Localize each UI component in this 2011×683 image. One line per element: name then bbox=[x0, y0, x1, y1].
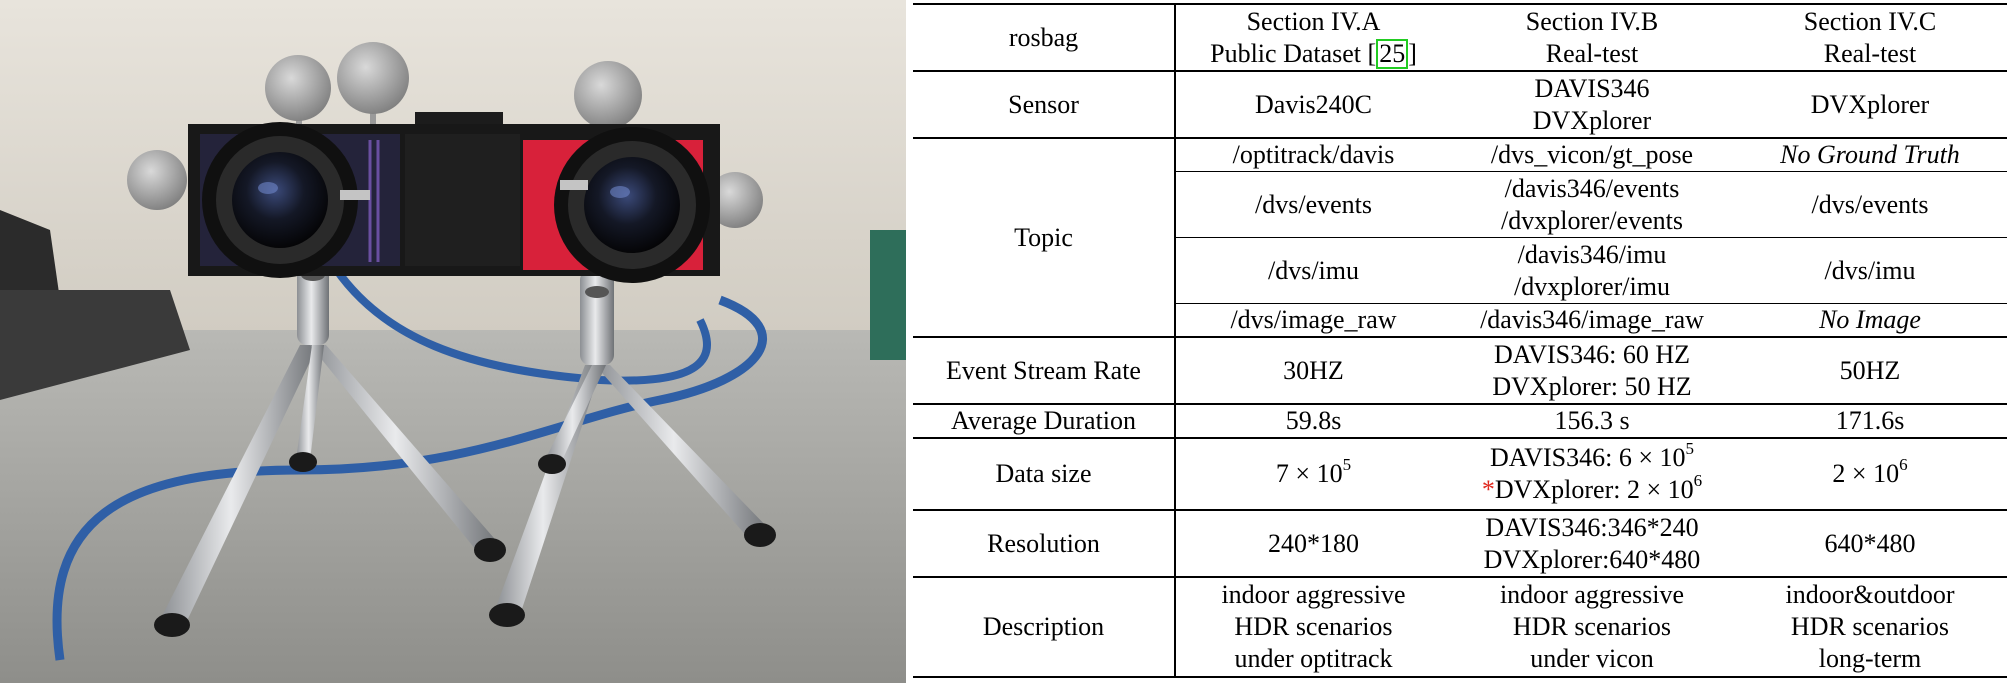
table-row-topic-3: /dvs/imu /davis346/imu /dvxplorer/imu /d… bbox=[913, 237, 2007, 304]
topic-1-c: No Ground Truth bbox=[1733, 137, 2007, 172]
table-row-duration: Average Duration 59.8s 156.3 s 171.6s bbox=[913, 403, 2007, 438]
table-row-description: Description indoor aggressive HDR scenar… bbox=[913, 576, 2007, 678]
topic-1-b: /dvs_vicon/gt_pose bbox=[1451, 137, 1733, 172]
topic-4-b: /davis346/image_raw bbox=[1451, 303, 1733, 337]
topic-3-b-line2: /dvxplorer/imu bbox=[1514, 271, 1670, 301]
description-c: indoor&outdoor HDR scenarios long-term bbox=[1733, 576, 2007, 678]
header-a-bracket: ] bbox=[1408, 38, 1417, 68]
data-size-a-exp: 5 bbox=[1342, 455, 1352, 475]
data-size-c-base: 2 × 10 bbox=[1832, 459, 1900, 488]
event-rate-b-line1: DAVIS346: 60 HZ bbox=[1494, 339, 1690, 369]
data-size-b2-exp: 6 bbox=[1693, 471, 1703, 491]
right-tripod bbox=[489, 270, 776, 627]
header-rosbag: rosbag bbox=[913, 3, 1176, 71]
resolution-b: DAVIS346:346*240 DVXplorer:640*480 bbox=[1451, 509, 1733, 577]
topic-2-a: /dvs/events bbox=[1175, 171, 1451, 238]
table-row-data-size: Data size 7 × 105 DAVIS346: 6 × 105 *DVX… bbox=[913, 437, 2007, 510]
data-size-a-base: 7 × 10 bbox=[1275, 459, 1343, 488]
data-size-b2-base: DVXplorer: 2 × 10 bbox=[1494, 475, 1694, 504]
label-topic: Topic bbox=[913, 137, 1176, 337]
data-size-b: DAVIS346: 6 × 105 *DVXplorer: 2 × 106 bbox=[1451, 437, 1733, 510]
header-section-a: Section IV.A Public Dataset [25] bbox=[1175, 3, 1451, 71]
label-event-rate: Event Stream Rate bbox=[913, 336, 1176, 404]
description-b-line1: indoor aggressive bbox=[1499, 580, 1685, 609]
data-size-c: 2 × 106 bbox=[1733, 437, 2007, 510]
topic-3-b-line1: /davis346/imu bbox=[1517, 239, 1667, 269]
sensor-b: DAVIS346 DVXplorer bbox=[1451, 70, 1733, 138]
topic-4-c: No Image bbox=[1733, 303, 2007, 337]
camera-rig-photo bbox=[0, 0, 906, 683]
header-a-line1: Section IV.A bbox=[1246, 6, 1381, 36]
camera-rig-illustration bbox=[0, 0, 906, 683]
citation-link[interactable]: 25 bbox=[1376, 38, 1409, 69]
label-data-size: Data size bbox=[913, 437, 1176, 510]
sensor-c: DVXplorer bbox=[1733, 70, 2007, 138]
description-a-line2: HDR scenarios bbox=[1234, 612, 1393, 641]
event-rate-c: 50HZ bbox=[1733, 336, 2007, 404]
topic-4-a: /dvs/image_raw bbox=[1175, 303, 1451, 337]
left-lens bbox=[202, 122, 370, 278]
header-section-c: Section IV.C Real-test bbox=[1733, 3, 2007, 71]
topic-1-a: /optitrack/davis bbox=[1175, 137, 1451, 172]
event-rate-b: DAVIS346: 60 HZ DVXplorer: 50 HZ bbox=[1451, 336, 1733, 404]
sensor-a: Davis240C bbox=[1175, 70, 1451, 138]
topic-3-c: /dvs/imu bbox=[1733, 237, 2007, 304]
right-lens bbox=[554, 127, 710, 283]
data-size-c-exp: 6 bbox=[1899, 455, 1908, 475]
resolution-b-line1: DAVIS346:346*240 bbox=[1485, 512, 1699, 542]
data-size-a: 7 × 105 bbox=[1175, 437, 1451, 510]
header-b-line2: Real-test bbox=[1545, 38, 1639, 68]
data-size-b2-star: * bbox=[1481, 475, 1495, 504]
sensor-b-line2: DVXplorer bbox=[1532, 105, 1652, 135]
duration-a: 59.8s bbox=[1175, 403, 1451, 438]
topic-2-b: /davis346/events /dvxplorer/events bbox=[1451, 171, 1733, 238]
label-duration: Average Duration bbox=[913, 403, 1176, 438]
table-row-topic-1: Topic /optitrack/davis /dvs_vicon/gt_pos… bbox=[913, 137, 2007, 337]
event-rate-b-line2: DVXplorer: 50 HZ bbox=[1492, 371, 1692, 401]
description-c-line1: indoor&outdoor bbox=[1785, 580, 1955, 609]
table-header-row: rosbag Section IV.A Public Dataset [25] … bbox=[913, 3, 2007, 71]
table-row-topic-2: /dvs/events /davis346/events /dvxplorer/… bbox=[913, 171, 2007, 238]
table-row-event-rate: Event Stream Rate 30HZ DAVIS346: 60 HZ D… bbox=[913, 336, 2007, 404]
header-c-line2: Real-test bbox=[1823, 38, 1917, 68]
data-size-b1-exp: 5 bbox=[1685, 439, 1694, 459]
duration-c: 171.6s bbox=[1733, 403, 2007, 438]
header-a-line2: Public Dataset [ bbox=[1210, 38, 1377, 68]
description-c-line3: long-term bbox=[1818, 644, 1922, 673]
topic-2-b-line1: /davis346/events bbox=[1504, 173, 1680, 203]
table-row-resolution: Resolution 240*180 DAVIS346:346*240 DVXp… bbox=[913, 509, 2007, 577]
description-b: indoor aggressive HDR scenarios under vi… bbox=[1451, 576, 1733, 678]
resolution-c: 640*480 bbox=[1733, 509, 2007, 577]
event-rate-a: 30HZ bbox=[1175, 336, 1451, 404]
resolution-a: 240*180 bbox=[1175, 509, 1451, 577]
description-a: indoor aggressive HDR scenarios under op… bbox=[1175, 576, 1451, 678]
dataset-table: rosbag Section IV.A Public Dataset [25] … bbox=[913, 3, 2007, 678]
label-resolution: Resolution bbox=[913, 509, 1176, 577]
data-size-b1-base: DAVIS346: 6 × 10 bbox=[1490, 443, 1686, 472]
duration-b: 156.3 s bbox=[1451, 403, 1733, 438]
label-sensor: Sensor bbox=[913, 70, 1176, 138]
sensor-b-line1: DAVIS346 bbox=[1534, 73, 1650, 103]
topic-2-b-line2: /dvxplorer/events bbox=[1501, 205, 1683, 235]
topic-3-b: /davis346/imu /dvxplorer/imu bbox=[1451, 237, 1733, 304]
topic-2-c: /dvs/events bbox=[1733, 171, 2007, 238]
tracking-markers bbox=[127, 42, 763, 228]
description-c-line2: HDR scenarios bbox=[1790, 612, 1950, 641]
header-b-line1: Section IV.B bbox=[1525, 6, 1659, 36]
header-c-line1: Section IV.C bbox=[1803, 6, 1937, 36]
description-a-line1: indoor aggressive bbox=[1221, 580, 1406, 609]
table-row-sensor: Sensor Davis240C DAVIS346 DVXplorer DVXp… bbox=[913, 70, 2007, 138]
header-section-b: Section IV.B Real-test bbox=[1451, 3, 1733, 71]
description-b-line3: under vicon bbox=[1530, 644, 1654, 673]
description-b-line2: HDR scenarios bbox=[1512, 612, 1672, 641]
topic-3-a: /dvs/imu bbox=[1175, 237, 1451, 304]
description-a-line3: under optitrack bbox=[1234, 644, 1393, 673]
table-row-topic-4: /dvs/image_raw /davis346/image_raw No Im… bbox=[913, 303, 2007, 337]
resolution-b-line2: DVXplorer:640*480 bbox=[1483, 544, 1701, 574]
label-description: Description bbox=[913, 576, 1176, 678]
